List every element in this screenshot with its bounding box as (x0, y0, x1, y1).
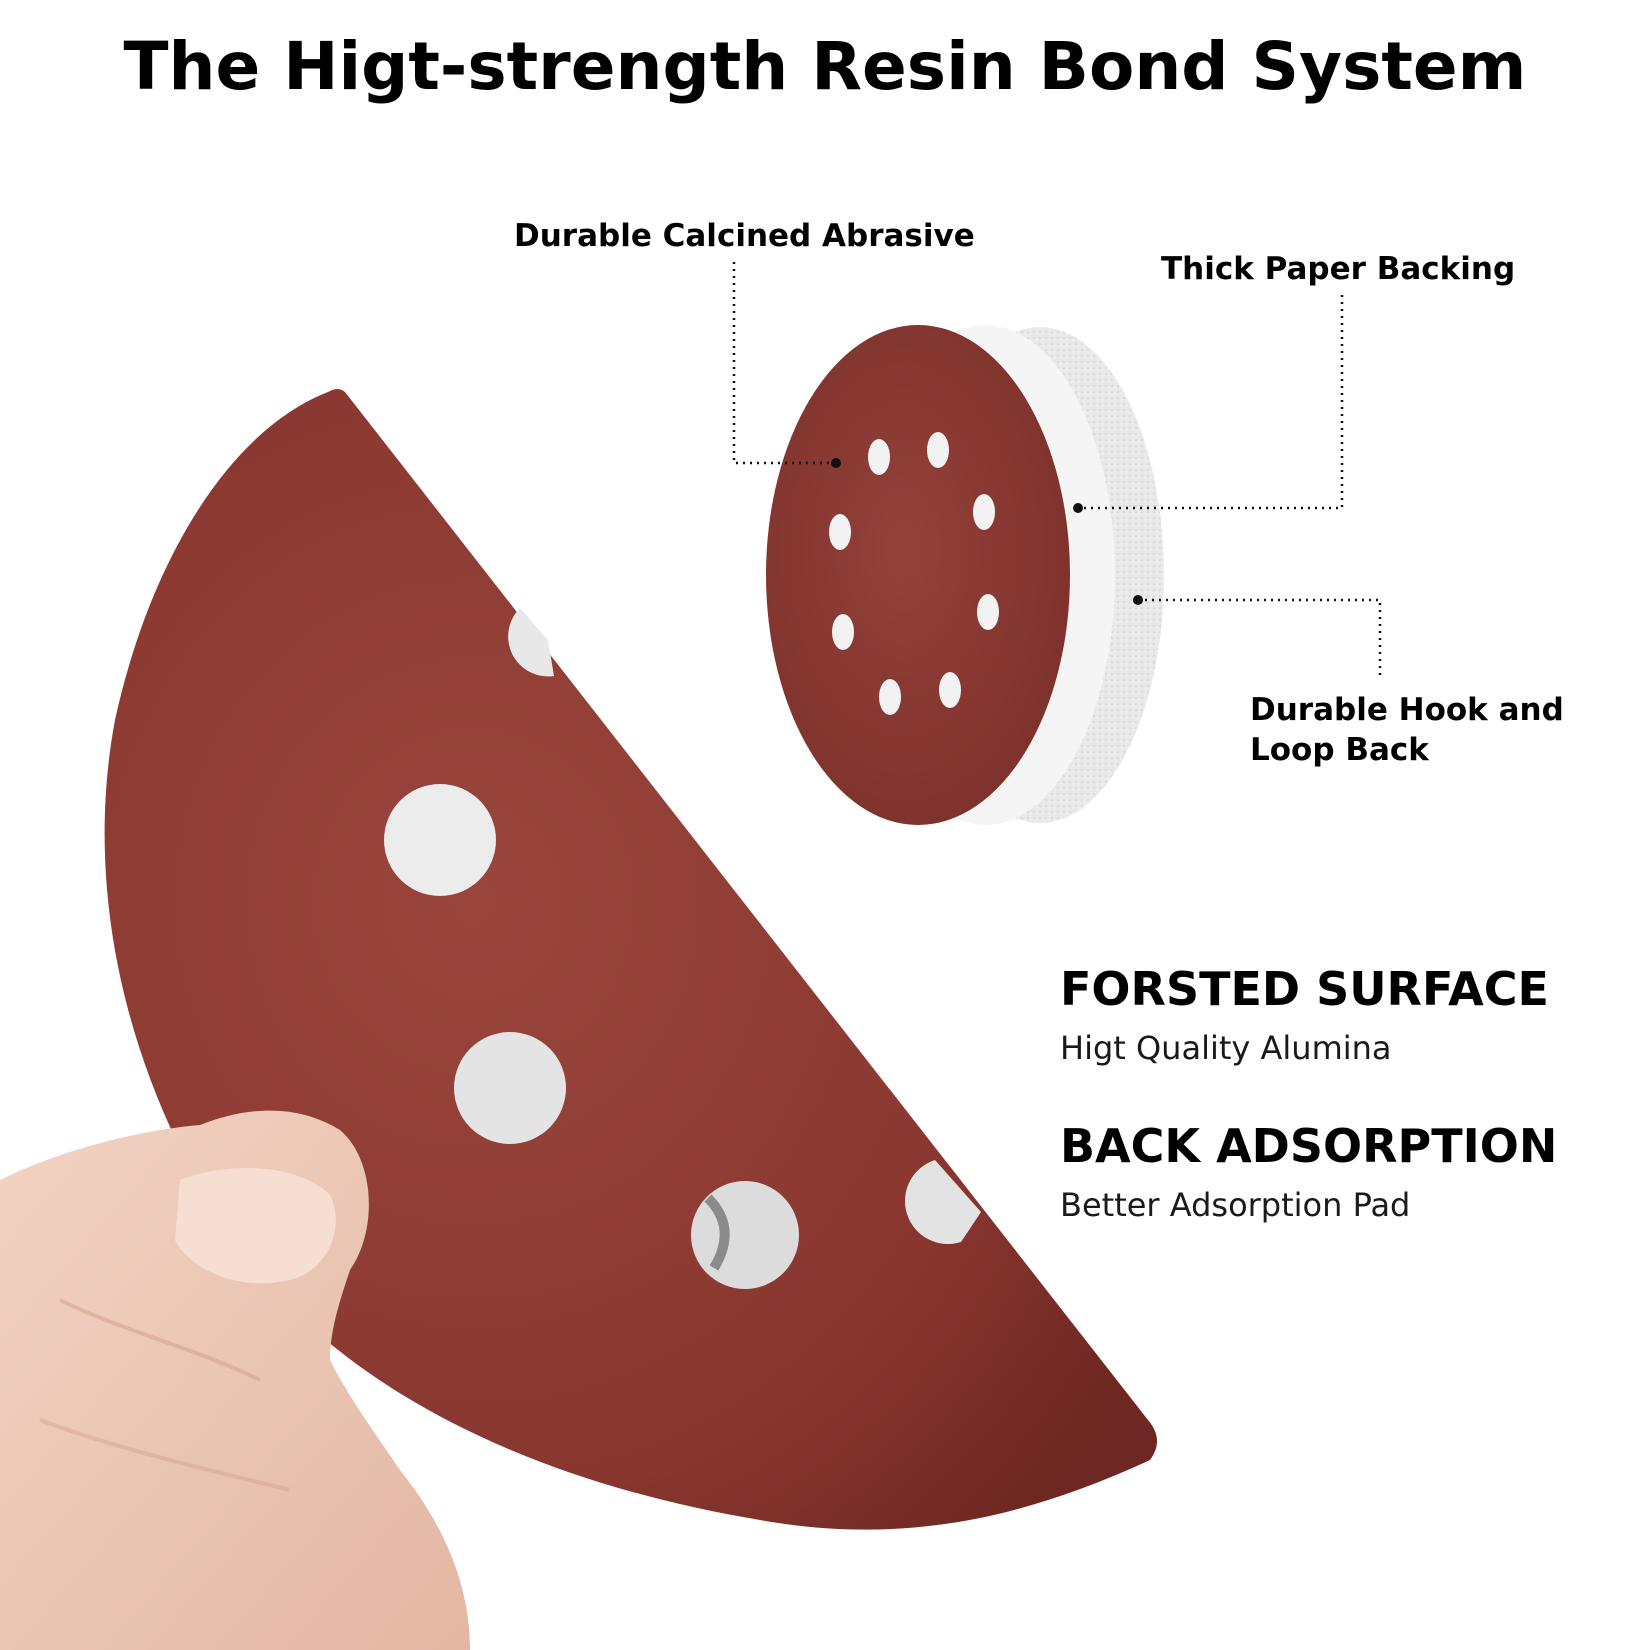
disc-hole (904, 1160, 981, 1245)
disc-hole (973, 494, 995, 530)
disc-hole (832, 614, 854, 650)
layered-sanding-disc (766, 325, 1164, 825)
paper-backing-label: Thick Paper Backing (1161, 251, 1516, 287)
disc-hole (939, 672, 961, 708)
callout-dot (1133, 595, 1143, 605)
disc-hole (879, 679, 901, 715)
thumbnail (175, 1168, 336, 1284)
hook-loop-label-line1: Durable Hook and (1250, 692, 1564, 728)
disc-hole (691, 1181, 799, 1289)
disc-hole (384, 784, 496, 896)
feature-heading: BACK ADSORPTION (1060, 1119, 1558, 1173)
page-title: The Higt-strength Resin Bond System (123, 28, 1527, 105)
callout-dot (831, 458, 841, 468)
feature-heading: FORSTED SURFACE (1060, 962, 1549, 1016)
callout-dot (1073, 503, 1083, 513)
disc-hole (927, 432, 949, 468)
feature-subtitle: Better Adsorption Pad (1060, 1186, 1411, 1224)
disc-hole (868, 439, 890, 475)
hand (0, 1110, 470, 1650)
disc-hole (508, 608, 554, 677)
hook-loop-label-line2: Loop Back (1250, 732, 1429, 768)
callout-leaders (732, 262, 1382, 680)
feature-subtitle: Higt Quality Alumina (1060, 1029, 1392, 1067)
abrasive-layer (766, 325, 1070, 825)
disc-hole (454, 1032, 566, 1144)
disc-hole (829, 514, 851, 550)
paper-leader (1078, 295, 1344, 510)
disc-hole (977, 594, 999, 630)
hook-loop-leader (1138, 598, 1382, 680)
half-sanding-disc (104, 389, 1158, 1530)
abrasive-label: Durable Calcined Abrasive (514, 218, 975, 254)
